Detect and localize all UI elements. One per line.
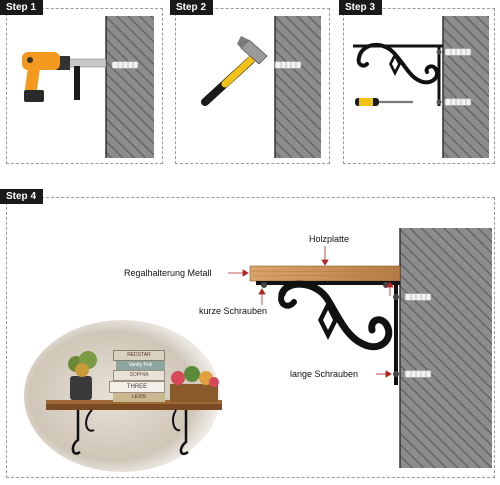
step1-panel [6, 8, 163, 164]
wall-hatch-icon [106, 16, 154, 158]
book-spine: REDSTAR [113, 350, 165, 361]
step1-illustration [22, 16, 154, 158]
screwdriver-icon [355, 98, 413, 106]
wall-hatch-icon [443, 16, 489, 158]
shelf-bracket-icon [256, 280, 400, 385]
drill-icon [22, 52, 107, 102]
book-spine: THREE [109, 381, 165, 393]
wall-hatch-icon [400, 228, 492, 468]
step3-label: Step 3 [339, 0, 383, 15]
label-lange-schrauben: lange Schrauben [290, 369, 359, 379]
book-stack: REDSTAR Vanity Pub SOPHIA THREE LEXIS [109, 350, 165, 402]
shelf-bracket-icon [353, 42, 443, 106]
label-regalhalterung: Regalhalterung Metall [124, 268, 212, 278]
wall-hatch-icon [275, 16, 321, 158]
book-spine: SOPHIA [113, 370, 165, 381]
step4-panel [6, 197, 495, 478]
hammer-icon [201, 36, 268, 106]
book-spine: Vanity Pub [116, 361, 165, 370]
annotation-arrows [228, 246, 394, 378]
step4-label: Step 4 [0, 189, 44, 204]
step3-illustration [353, 16, 489, 158]
step1-label: Step 1 [0, 0, 44, 15]
wooden-shelf-board [249, 265, 401, 282]
step2-label: Step 2 [170, 0, 214, 15]
label-holzplatte: Holzplatte [309, 234, 350, 244]
label-kurze-schrauben: kurze Schrauben [199, 306, 268, 316]
book-spine: LEXIS [113, 393, 165, 402]
step3-panel [343, 8, 495, 164]
step2-illustration [201, 16, 321, 158]
step2-panel [175, 8, 330, 164]
